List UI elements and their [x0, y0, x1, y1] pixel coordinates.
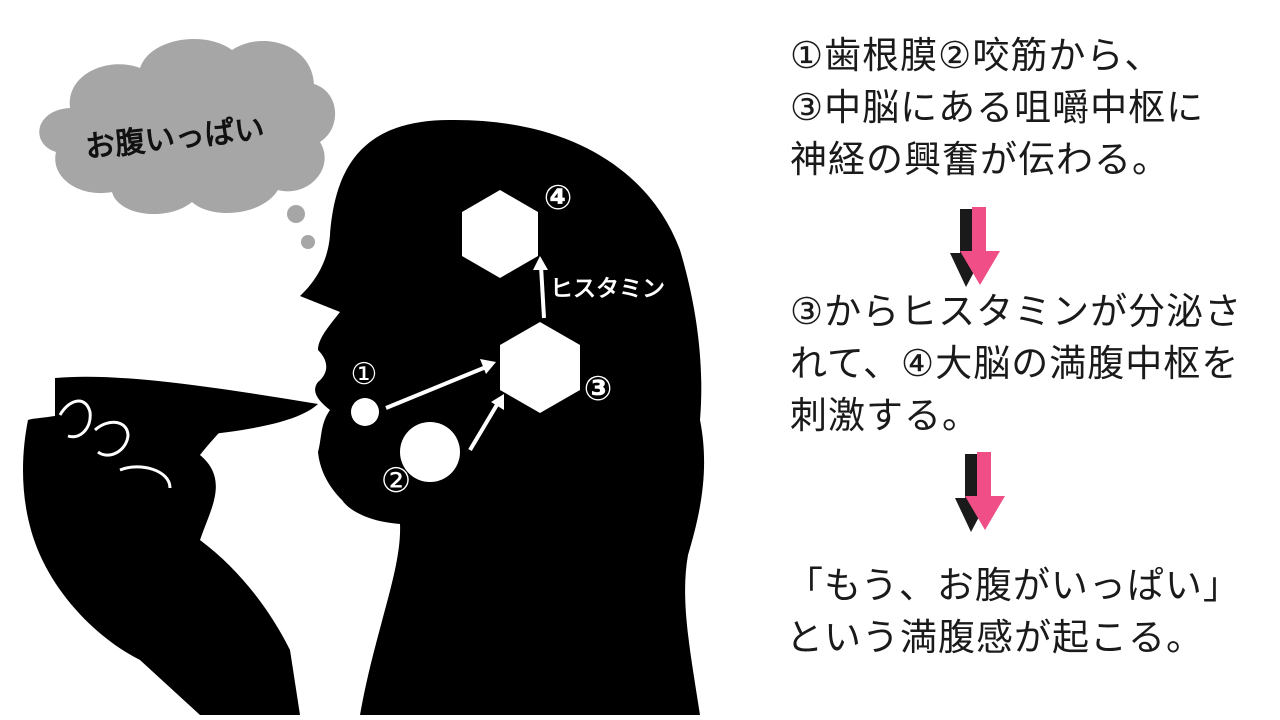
marker-2: ② — [381, 461, 411, 501]
food-item — [55, 376, 318, 442]
text-line: 神経の興奮が伝わる。 — [790, 138, 1170, 181]
text-line: という満腹感が起こる。 — [786, 616, 1204, 659]
text-line: ①歯根膜②咬筋から、 — [790, 34, 1163, 77]
down-arrow-icon — [955, 452, 1005, 532]
illustration: お腹いっぱい ① ② ③ ④ ヒスタミン — [23, 38, 705, 715]
text-line: ③中脳にある咀嚼中枢に — [790, 86, 1205, 129]
text-line: れて、④大脳の満腹中枢を — [790, 342, 1240, 385]
histamine-label: ヒスタミン — [550, 276, 665, 302]
masseter-circle — [400, 422, 460, 482]
step-2-text: ③からヒスタミンが分泌さ れて、④大脳の満腹中枢を 刺激する。 — [790, 286, 1242, 442]
finger-outline — [58, 399, 172, 489]
hexagon-icon — [462, 190, 538, 278]
hand-silhouette — [23, 400, 300, 715]
marker-3: ③ — [584, 369, 613, 409]
head-silhouette — [300, 119, 705, 715]
step-3-text: 「もう、お腹がいっぱい」 という満腹感が起こる。 — [786, 560, 1241, 664]
step-1-text: ①歯根膜②咬筋から、 ③中脳にある咀嚼中枢に 神経の興奮が伝わる。 — [790, 30, 1204, 186]
thought-bubble: お腹いっぱい — [39, 38, 336, 249]
periodontal-circle — [351, 398, 379, 426]
marker-4: ④ — [544, 178, 573, 218]
hexagon-icon — [500, 322, 580, 413]
marker-1: ① — [351, 357, 378, 392]
down-arrow-icon — [950, 207, 1000, 287]
text-line: 刺激する。 — [790, 394, 980, 437]
signal-arrows — [385, 256, 548, 452]
text-line: 「もう、お腹がいっぱい」 — [786, 564, 1241, 607]
text-line: ③からヒスタミンが分泌さ — [790, 290, 1243, 333]
